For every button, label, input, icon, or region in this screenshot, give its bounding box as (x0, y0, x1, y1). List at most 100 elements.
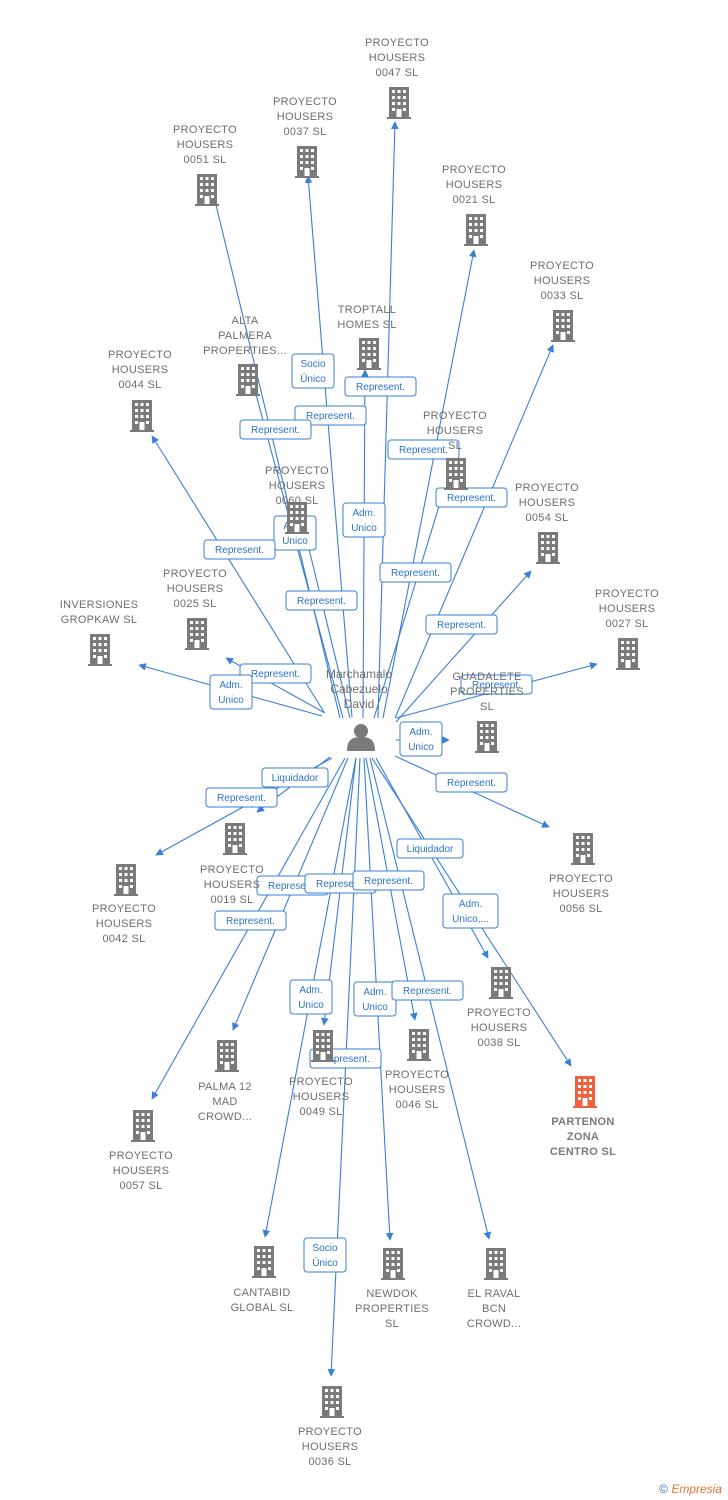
center-node[interactable]: Marchamalo Cabezuelo David (326, 667, 392, 751)
building-icon (295, 146, 319, 178)
edge-label-e_rep_0054[interactable]: Represent. (425, 614, 498, 635)
node-palma12[interactable]: PALMA 12MADCROWD... (198, 1040, 252, 1123)
node-label-line: HOUSERS (427, 425, 484, 437)
node-label-line: 0019 SL (210, 894, 253, 906)
building-icon (616, 638, 640, 670)
edge-label-e_rep_troptall[interactable]: Represent. (344, 376, 417, 397)
node-label-line: PROYECTO (298, 1426, 362, 1438)
node-label-line: EL RAVAL (468, 1288, 521, 1300)
edge-label-e_rep_palma[interactable]: Represent. (214, 910, 287, 931)
edge-label-box (387, 439, 460, 460)
edge-label-e_adm_0038[interactable]: Adm.Unico,... (442, 893, 499, 929)
node-label-line: PROPERTIES (355, 1303, 429, 1315)
edge-label-e_rep_0046[interactable]: Represent. (391, 980, 464, 1001)
node-label-line: NEWDOK (366, 1288, 418, 1300)
node-label-line: HOUSERS (112, 364, 169, 376)
node-label-line: HOUSERS (293, 1091, 350, 1103)
edge-label-text: Único (300, 372, 326, 385)
edge-label-text: Represent. (306, 411, 355, 422)
edge-label-text: Liquidador (272, 773, 319, 784)
edge-label-e_rep_0021[interactable]: Represent. (387, 439, 460, 460)
center-name-line-3: David (344, 697, 375, 711)
edge-label-box (214, 910, 287, 931)
node-label-line: 0033 SL (540, 290, 583, 302)
node-label-line: PROYECTO (442, 164, 506, 176)
edge-label-e_rep_0033[interactable]: Represent. (435, 487, 508, 508)
edge-label-e_adm_guadalete[interactable]: Adm.Unico (399, 721, 443, 757)
edge-label-text: Represent. (437, 620, 486, 631)
node-label-line: PROYECTO (549, 873, 613, 885)
node-label-line: 0047 SL (375, 67, 418, 79)
edge-label-e_rep_nxx[interactable]: Represent. (379, 562, 452, 583)
edge-label-text: Socio (312, 1243, 337, 1254)
node-elraval[interactable]: EL RAVALBCNCROWD... (467, 1248, 521, 1330)
node-label-line: HOUSERS (204, 879, 261, 891)
node-label-line: 0036 SL (308, 1456, 351, 1468)
edge-label-text: Represent. (447, 778, 496, 789)
edge-label-e_adm_0047[interactable]: Adm.Unico (342, 502, 386, 538)
edge-label-text: Socio (300, 359, 325, 370)
edge-label-e_rep_0025[interactable]: Represent. (239, 663, 312, 684)
building-icon (571, 833, 595, 865)
edge-label-e_rep_0027[interactable]: Represent. (460, 674, 533, 695)
edge-label-e_rep_0037[interactable]: Represent. (294, 405, 367, 426)
node-label-line: 0025 SL (173, 598, 216, 610)
node-label-line: PROYECTO (289, 1076, 353, 1088)
edge-label-box (460, 674, 533, 695)
node-alta[interactable]: ALTAPALMERAPROPERTIES... (203, 315, 287, 396)
edge-label-e_rep_0044[interactable]: Represent. (203, 539, 276, 560)
edge-label-text: Unico (282, 536, 308, 547)
node-label-line: PROYECTO (365, 37, 429, 49)
edge-label-e_adm_0046[interactable]: Adm.Unico (353, 981, 397, 1017)
edge-label-box (342, 502, 386, 538)
edge-nxx (373, 489, 446, 719)
node-label-line: CENTRO SL (550, 1146, 616, 1158)
brand-name: Empresia (671, 1482, 722, 1496)
edge-label-e_adm_gropkaw[interactable]: Adm.Unico (209, 674, 253, 710)
building-icon (130, 400, 154, 432)
edge-label-box (203, 539, 276, 560)
edge-label-text: Adm. (459, 899, 482, 910)
edge-label-e_rep_0056[interactable]: Represent. (435, 772, 508, 793)
building-icon (464, 214, 488, 246)
edge-label-e_rep_0051[interactable]: Represent. (239, 419, 312, 440)
footer-brand[interactable]: © Empresia (659, 1482, 722, 1496)
edge-label-text: Represent. (399, 445, 448, 456)
node-label-line: HOUSERS (269, 480, 326, 492)
edge-label-e_liq_0019[interactable]: Liquidador (261, 767, 329, 788)
edge-label-box (425, 614, 498, 635)
building-icon (311, 1030, 335, 1062)
edge-label-e_liq_partenon[interactable]: Liquidador (396, 838, 464, 859)
edge-label-e_rep_c[interactable]: Represent. (352, 870, 425, 891)
edge-label-e_adm_0049[interactable]: Adm.Unico (289, 979, 333, 1015)
edge-label-e_rep_0042[interactable]: Represent. (205, 787, 278, 808)
edge-label-e_rep_0060[interactable]: Represent. (285, 590, 358, 611)
